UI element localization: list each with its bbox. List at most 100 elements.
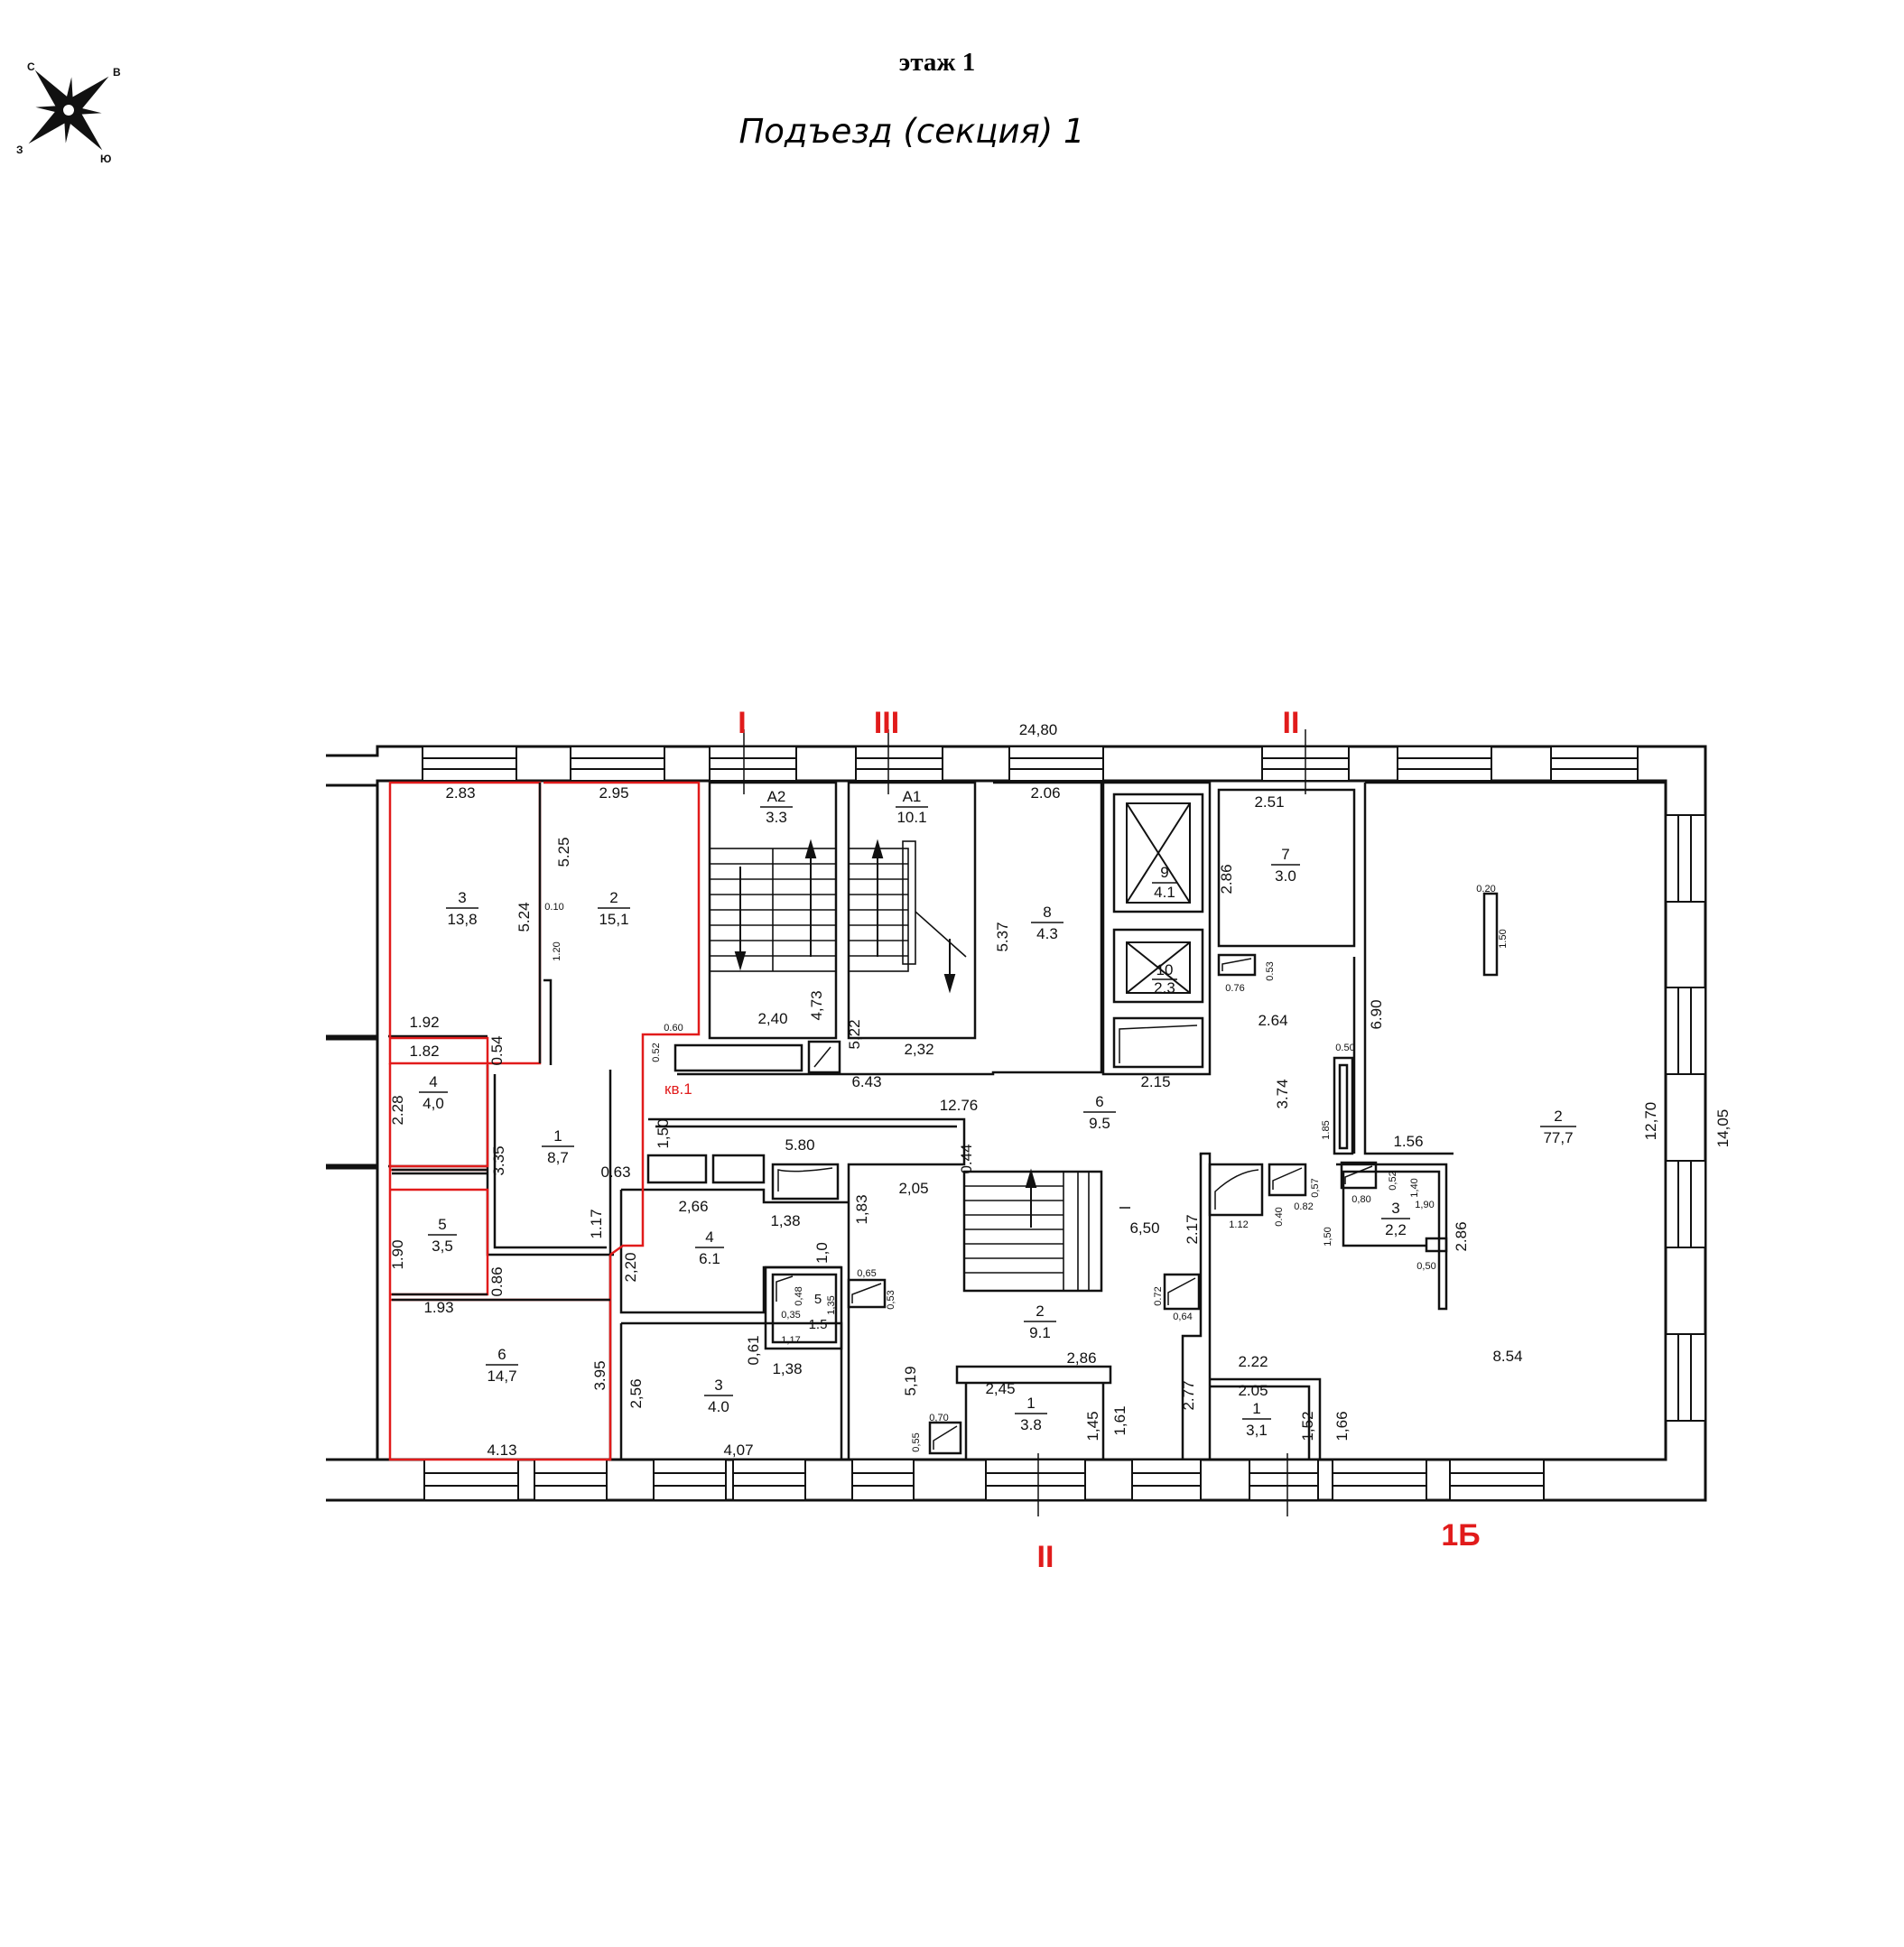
svg-text:3.74: 3.74 (1274, 1079, 1291, 1108)
svg-text:2: 2 (1036, 1303, 1044, 1320)
svg-text:0,80: 0,80 (1351, 1194, 1370, 1205)
svg-text:6.43: 6.43 (851, 1073, 881, 1090)
svg-text:2,20: 2,20 (622, 1252, 639, 1282)
svg-text:1.82: 1.82 (409, 1043, 439, 1060)
svg-text:5,19: 5,19 (902, 1366, 919, 1395)
svg-text:14,05: 14,05 (1714, 1109, 1732, 1148)
stair-treads (709, 840, 1090, 1292)
room-3c-label: 3 2,2 (1381, 1200, 1410, 1238)
svg-text:2.3: 2.3 (1154, 979, 1175, 997)
compass-rose-icon (28, 70, 109, 151)
svg-text:9.5: 9.5 (1089, 1115, 1110, 1132)
room-3b-label: 3 4.0 (704, 1377, 733, 1415)
compass-w: З (16, 144, 23, 156)
room-6a-label: 6 9.5 (1083, 1093, 1116, 1132)
svg-text:0.53: 0.53 (1265, 961, 1276, 980)
svg-text:1: 1 (1026, 1395, 1035, 1412)
svg-text:2.83: 2.83 (445, 784, 475, 802)
svg-text:6.90: 6.90 (1368, 999, 1385, 1029)
outer-walls (326, 745, 1707, 1502)
svg-text:8,7: 8,7 (547, 1149, 569, 1166)
svg-text:0,64: 0,64 (1173, 1312, 1192, 1322)
section-title: Подъезд (секция) 1 (738, 112, 1084, 151)
svg-text:10: 10 (1156, 961, 1174, 978)
room-b2-label: 2 77,7 (1540, 1108, 1576, 1146)
svg-text:4.3: 4.3 (1036, 925, 1058, 942)
room-labels: 3 13,8 2 15,1 А2 3.3 А1 10.1 8 4.3 9 4.1 (419, 788, 1576, 1439)
svg-text:1,66: 1,66 (1333, 1411, 1351, 1441)
svg-text:5: 5 (438, 1216, 446, 1233)
svg-text:0.82: 0.82 (1294, 1201, 1313, 1212)
compass-e: В (113, 66, 121, 79)
compass-n: С (27, 60, 35, 73)
svg-text:5.24: 5.24 (515, 902, 533, 932)
room-2-label: 2 15,1 (598, 889, 630, 928)
svg-text:2.28: 2.28 (389, 1095, 406, 1125)
svg-text:9.1: 9.1 (1029, 1324, 1051, 1341)
svg-text:9: 9 (1160, 864, 1168, 881)
room-9-label: 9 4.1 (1152, 864, 1177, 901)
svg-text:12.76: 12.76 (940, 1097, 979, 1114)
svg-text:77,7: 77,7 (1543, 1129, 1573, 1146)
svg-text:2,2: 2,2 (1385, 1221, 1407, 1238)
room-5a-label: 5 3,5 (428, 1216, 457, 1255)
dimension-labels: 24,80 2.83 2.95 2.06 2.51 5.25 5.24 0.10… (389, 721, 1732, 1459)
stair-arrows (734, 839, 1037, 1228)
svg-text:2,86: 2,86 (1066, 1349, 1096, 1367)
svg-text:1,50: 1,50 (1323, 1227, 1333, 1246)
svg-text:1,0: 1,0 (813, 1242, 831, 1264)
plumbing-fixtures (776, 958, 1373, 1450)
room-1a-label: 1 8,7 (542, 1127, 574, 1166)
section-marks (743, 729, 1306, 1516)
apartment-label: кв.1 (664, 1080, 692, 1098)
svg-text:2,56: 2,56 (627, 1378, 645, 1408)
svg-text:6: 6 (1095, 1093, 1103, 1110)
svg-text:6,50: 6,50 (1129, 1219, 1159, 1237)
svg-text:1.90: 1.90 (389, 1239, 406, 1269)
room-8-label: 8 4.3 (1031, 904, 1063, 942)
windows-bottom (423, 1459, 1545, 1501)
svg-text:1,50: 1,50 (655, 1118, 672, 1148)
svg-text:4,0: 4,0 (423, 1095, 444, 1112)
svg-text:0,55: 0,55 (911, 1432, 922, 1451)
svg-text:2.95: 2.95 (599, 784, 628, 802)
svg-text:2,05: 2,05 (898, 1180, 928, 1197)
svg-text:1,45: 1,45 (1084, 1411, 1101, 1441)
svg-text:5: 5 (814, 1292, 822, 1307)
svg-text:2.22: 2.22 (1238, 1353, 1268, 1370)
svg-text:3: 3 (714, 1377, 722, 1394)
svg-text:0,53: 0,53 (886, 1290, 896, 1309)
room-6b-label: 6 14,7 (486, 1346, 518, 1385)
section-mark-ii-bottom: II (1037, 1540, 1054, 1574)
svg-text:1,40: 1,40 (1409, 1178, 1420, 1197)
svg-text:8.54: 8.54 (1492, 1348, 1522, 1365)
svg-text:2.15: 2.15 (1140, 1073, 1170, 1090)
svg-text:0.72: 0.72 (1153, 1286, 1164, 1305)
svg-text:2,45: 2,45 (985, 1380, 1015, 1397)
svg-text:2: 2 (1554, 1108, 1562, 1125)
svg-text:3.3: 3.3 (766, 809, 787, 826)
svg-text:2.64: 2.64 (1258, 1012, 1287, 1029)
svg-text:10.1: 10.1 (896, 809, 926, 826)
svg-text:3.35: 3.35 (490, 1145, 507, 1175)
svg-text:0.44: 0.44 (958, 1144, 975, 1173)
svg-text:0.60: 0.60 (664, 1023, 683, 1034)
svg-text:4: 4 (705, 1228, 713, 1246)
section-mark-1b: 1Б (1441, 1518, 1480, 1553)
svg-text:0.63: 0.63 (600, 1164, 630, 1181)
svg-text:4.1: 4.1 (1154, 884, 1175, 901)
svg-text:24,80: 24,80 (1019, 721, 1058, 738)
section-mark-ii-top: II (1283, 706, 1300, 740)
room-10-label: 10 2.3 (1152, 961, 1177, 997)
room-1c-label: 1 3,1 (1242, 1400, 1271, 1439)
svg-text:13,8: 13,8 (447, 911, 477, 928)
compass-s: Ю (100, 153, 111, 165)
svg-text:1: 1 (553, 1127, 562, 1145)
svg-text:1,38: 1,38 (772, 1360, 802, 1377)
svg-text:0,65: 0,65 (857, 1268, 876, 1279)
svg-text:3: 3 (458, 889, 466, 906)
svg-text:14,7: 14,7 (487, 1368, 516, 1385)
room-4a-label: 4 4,0 (419, 1073, 448, 1112)
svg-text:2.86: 2.86 (1453, 1221, 1470, 1251)
